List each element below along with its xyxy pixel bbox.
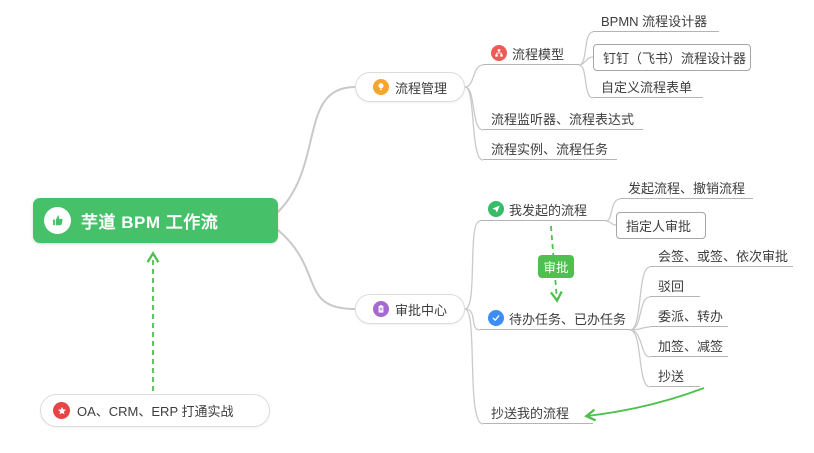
topic-dingtalk-designer[interactable]: 钉钉（飞书）流程设计器 [593,44,751,71]
topic-label: 指定人审批 [626,219,692,234]
topic-label: 待办任务、已办任务 [509,311,627,327]
check-icon [488,310,504,326]
topic-label: 钉钉（飞书）流程设计器 [603,51,747,66]
topic-label: 流程模型 [512,46,565,62]
topic-label: 加签、减签 [658,338,724,354]
root-topic[interactable]: 芋道 BPM 工作流 [33,198,278,243]
topic-oa-crm-erp[interactable]: OA、CRM、ERP 打通实战 [40,394,270,427]
thumbs-up-icon [44,207,71,234]
paper-plane-icon [488,201,504,217]
topic-label: 我发起的流程 [509,202,588,218]
topic-listener-expression[interactable]: 流程监听器、流程表达式 [483,107,643,130]
topic-label: BPMN 流程设计器 [601,13,708,29]
relation-arrow-cc-to-ccmyprocess [584,387,705,422]
star-icon [53,402,70,419]
topic-approval-center[interactable]: 审批中心 [355,294,465,324]
topic-label: 流程管理 [394,80,447,96]
topic-todo-done[interactable]: 待办任务、已办任务 [480,307,630,330]
topic-add-reduce-sign[interactable]: 加签、减签 [650,334,728,357]
lightbulb-icon [372,79,389,95]
topic-process-model[interactable]: 流程模型 [483,42,579,65]
branch-connectors [277,31,651,425]
topic-instance-task[interactable]: 流程实例、流程任务 [483,137,617,160]
topic-initiate-cancel[interactable]: 发起流程、撤销流程 [620,176,753,199]
topic-label: 审批中心 [394,302,447,318]
topic-label: 抄送 [658,368,685,384]
topic-countersign[interactable]: 会签、或签、依次审批 [650,244,793,267]
topic-label: 自定义流程表单 [601,79,693,95]
topic-label: 委派、转办 [658,308,724,324]
topic-delegate-transfer[interactable]: 委派、转办 [650,304,728,327]
topic-assignee-approval[interactable]: 指定人审批 [616,212,706,239]
topic-cc[interactable]: 抄送 [650,364,700,387]
topic-label: 驳回 [658,278,685,294]
relation-badge-approval[interactable]: 审批 [538,255,574,278]
topic-bpmn-designer[interactable]: BPMN 流程设计器 [593,9,719,32]
topic-custom-form[interactable]: 自定义流程表单 [593,75,703,98]
topic-label: 会签、或签、依次审批 [658,248,789,264]
topic-label: 流程实例、流程任务 [491,141,609,157]
topic-label: 抄送我的流程 [491,405,570,421]
topic-label: OA、CRM、ERP 打通实战 [77,404,234,419]
org-chart-icon [491,45,507,61]
root-topic-label: 芋道 BPM 工作流 [81,213,219,232]
topic-reject[interactable]: 驳回 [650,274,700,297]
relation-badge-label: 审批 [543,261,569,275]
topic-process-management[interactable]: 流程管理 [355,72,465,102]
topic-cc-my-process[interactable]: 抄送我的流程 [483,401,593,424]
clipboard-icon [372,301,389,317]
topic-label: 流程监听器、流程表达式 [491,111,635,127]
topic-label: 发起流程、撤销流程 [628,180,746,196]
topic-my-initiated[interactable]: 我发起的流程 [480,198,606,221]
